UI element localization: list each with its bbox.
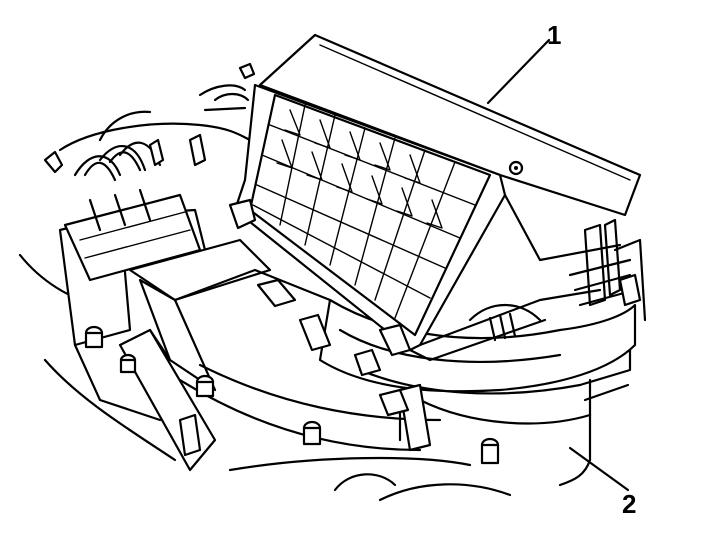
housing-body [18, 62, 512, 502]
callout-label-2: 2 [622, 489, 636, 519]
bolt-icon [302, 420, 322, 446]
leader-line-1 [486, 38, 551, 105]
air-inlet-filter-cover [228, 33, 642, 362]
bolt-icon [195, 374, 215, 398]
callout-2-group: 2 [568, 446, 636, 519]
bolt-icon [119, 353, 137, 374]
callout-label-1: 1 [547, 20, 561, 50]
bolt-icon [480, 437, 500, 465]
bolt-icon [84, 325, 104, 349]
leader-line-2 [568, 446, 630, 492]
callout-1-group: 1 [486, 20, 561, 105]
